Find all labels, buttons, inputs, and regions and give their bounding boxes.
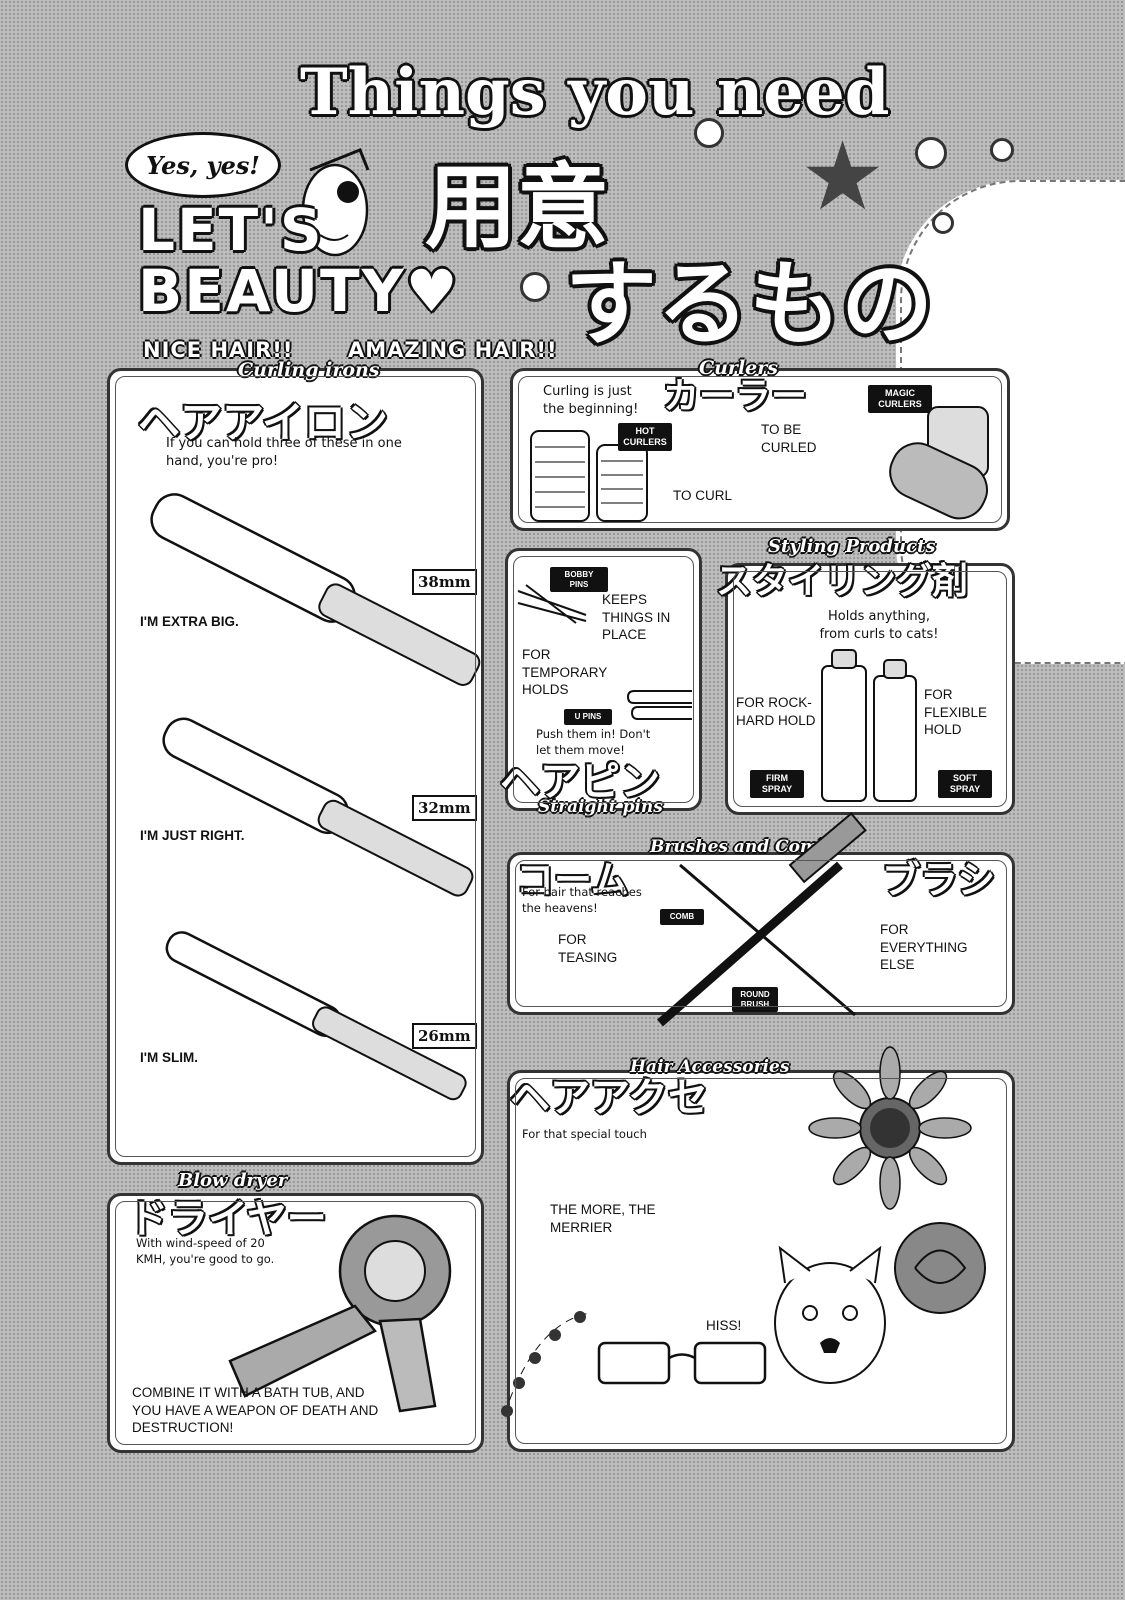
iron-caption-1: I'M EXTRA BIG. [140,614,239,629]
soft-spray-tag: SOFT SPRAY [938,770,992,798]
merrier-text: THE MORE, THE MERRIER [550,1202,656,1235]
round-brush-tag: ROUND BRUSH [732,987,778,1013]
lets-beauty-logo: LET'S BEAUTY♥ [138,200,460,322]
flexible-text: FOR FLEXIBLE HOLD [924,687,988,738]
keeps-text: KEEPS THINGS IN PLACE [602,592,671,643]
curling-iron-icon [165,931,467,1101]
sparkle-dot [520,272,550,302]
blow-dryer-panel: Blow dryer ドライヤー With wind-speed of 20 K… [107,1170,484,1453]
hot-curlers-tag: HOT CURLERS [618,423,672,451]
hair-accessories-panel: Hair Accessories ヘアアクセ For that special … [501,1046,1015,1452]
accessories-title: Hair Accessories [630,1057,790,1077]
push-note: Push them in! Don't let them move! [536,727,651,757]
curling-irons-note: If you can hold three of these in one ha… [166,436,402,469]
iron-caption-2: I'M JUST RIGHT. [140,828,245,843]
curlers-title: Curlers [699,357,778,379]
flower-icon [808,1046,972,1210]
straight-pins-title: Straight pins [538,797,663,817]
rock-hard-text: FOR ROCK-HARD HOLD [736,695,816,728]
cat-icon [774,1245,886,1384]
glasses-icon [597,1341,767,1385]
accessories-kata: ヘアアクセ [510,1075,708,1121]
u-pins-icon [626,690,692,720]
straight-pins-panel: BOBBY PINS KEEPS THINGS IN PLACE FOR TEM… [500,548,702,817]
iron-caption-3: I'M SLIM. [140,1050,198,1065]
straight-pins-kata: ヘアピン [500,759,660,805]
curling-irons-kata: ヘアアイロン [138,398,388,447]
comb-tag: COMB [660,909,704,925]
teasing-text: FOR TEASING [558,932,618,965]
amazing-hair-text: AMAZING HAIR!! [348,338,558,362]
u-pins-tag: U PINS [564,709,612,725]
sparkle-dot [915,137,947,169]
japanese-title: 用意 するもの [425,154,934,358]
to-curl-text: TO CURL [673,488,733,503]
size-label-38: 38mm [412,569,477,595]
size-label-32: 32mm [412,795,477,821]
sparkle-dot [694,118,724,148]
comb-brush-icon [657,812,867,1027]
styling-note: Holds anything, from curls to cats! [819,609,939,642]
curling-iron-icon [150,493,481,686]
to-be-curled-text: TO BE CURLED [761,422,817,455]
curlers-panel: Curlers カーラー Curling is just the beginni… [510,357,1010,531]
star-icon: ★ [800,124,886,230]
bubble-text: Yes, yes! [146,150,260,180]
blow-dryer-note: With wind-speed of 20 KMH, you're good t… [136,1236,275,1266]
logo-line-2: BEAUTY [138,256,406,325]
styling-products-panel: Styling Products スタイリング剤 Holds anything,… [716,536,1015,815]
brushes-combs-panel: Brushes and Combs コーム ブラシ For hair that … [507,812,1015,1027]
speech-bubble: Yes, yes! [125,132,281,198]
styling-products-title: Styling Products [768,536,936,557]
brush-kata: ブラシ [882,858,996,902]
curling-irons-title: Curling irons [238,359,380,381]
comb-kata: コーム [516,858,629,902]
rose-icon [894,1222,986,1314]
temporary-text: FOR TEMPORARY HOLDS [522,647,608,698]
firm-spray-tag: FIRM SPRAY [750,770,804,798]
hiss-text: HISS! [706,1318,742,1333]
bobby-pins-icon [517,584,587,624]
hot-curlers-icon [530,430,648,522]
magic-curlers-tag: MAGIC CURLERS [868,385,932,413]
size-label-26: 26mm [412,1023,477,1049]
curling-iron-icon [162,717,474,897]
page-title: Things you need [300,55,890,130]
spray-cans-icon [821,649,917,802]
blow-dryer-kata: ドライヤー [128,1196,327,1242]
blow-dryer-title: Blow dryer [178,1170,288,1191]
sparkle-dot [932,212,954,234]
blow-dryer-icon [228,1214,452,1413]
logo-line-1: LET'S [138,196,324,264]
brushes-note: For hair that reaches the heavens! [522,885,642,915]
curlers-kata: カーラー [663,376,808,417]
accessories-note: For that special touch [522,1127,647,1141]
bobby-pins-tag: BOBBY PINS [550,567,608,593]
styling-products-kata: スタイリング剤 [716,561,969,602]
sparkle-dot [990,138,1014,162]
bead-necklace-icon [501,1311,591,1417]
heart-icon: ♥ [405,256,460,325]
everything-text: FOR EVERYTHING ELSE [880,922,968,973]
blow-dryer-caption: COMBINE IT WITH A BATH TUB, AND YOU HAVE… [132,1385,379,1436]
jp-title-line-1: 用意 [425,154,610,261]
magic-curlers-icon [889,406,989,520]
nice-hair-text: NICE HAIR!! [143,338,294,362]
brushes-title: Brushes and Combs [650,837,840,857]
curling-irons-panel: Curling irons ヘアアイロン If you can hold thr… [107,359,484,1165]
jp-title-line-2: するもの [565,250,934,358]
character-face-icon [301,148,370,257]
curlers-note: Curling is just the beginning! [543,384,639,417]
